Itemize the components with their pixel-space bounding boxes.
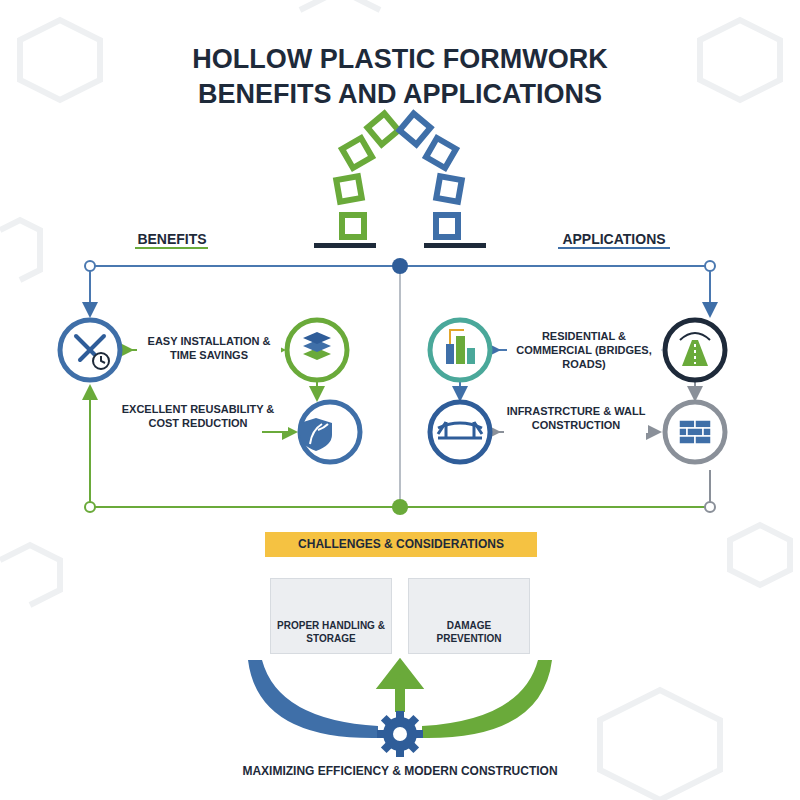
benefit-text: EXCELLENT REUSABILITY & COST REDUCTION — [108, 403, 288, 431]
node-text: PROPER HANDLING & STORAGE — [277, 620, 385, 645]
challenge-band: CHALLENGES & CONSIDERATIONS — [265, 532, 537, 557]
application-text: INFRASTRCTURE & WALL CONSTRUCTION — [504, 405, 648, 433]
consideration-box: DAMAGE PREVENTION — [408, 578, 530, 654]
section-header: BENEFITS — [112, 231, 232, 249]
benefit-text: EASY INSTALLATION & TIME SAVINGS — [137, 335, 281, 363]
diagram-title: HOLLOW PLASTIC FORMWORK BENEFITS AND APP… — [190, 42, 610, 112]
footer-text: MAXIMIZING EFFICIENCY & MODERN CONSTRUCT… — [170, 764, 630, 779]
node-text: DAMAGE PREVENTION — [415, 620, 523, 645]
section-header: APPLICATIONS — [539, 231, 689, 249]
consideration-box: PROPER HANDLING & STORAGE — [270, 578, 392, 654]
node-text: CHALLENGES & CONSIDERATIONS — [298, 537, 504, 552]
application-text: RESIDENTIAL & COMMERCIAL (BRIDGES, ROADS… — [507, 330, 661, 371]
